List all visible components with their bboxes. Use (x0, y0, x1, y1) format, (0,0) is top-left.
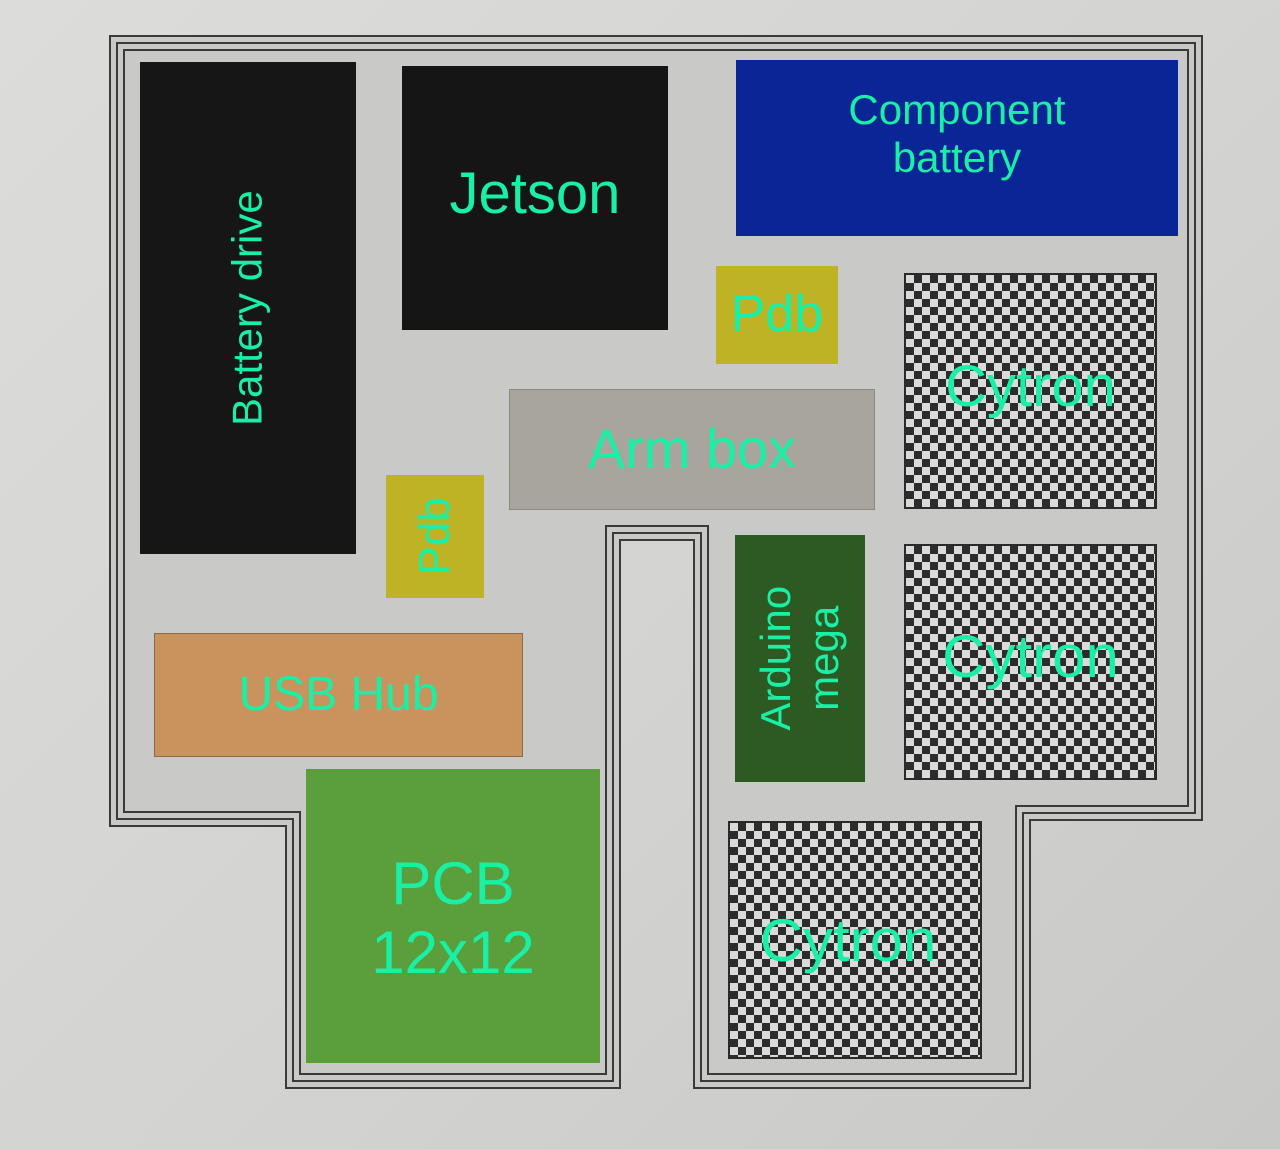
cytron-label-2: Cytron (942, 622, 1119, 690)
arm-box-label: Arm box (587, 417, 797, 481)
cytron-label-3: Cytron (759, 906, 937, 974)
arm-box-block: Arm box (509, 389, 875, 510)
cytron-label-1: Cytron (945, 353, 1116, 419)
component-battery-label-line2: battery (892, 134, 1022, 182)
usb-hub-label: USB Hub (238, 668, 439, 722)
component-battery-block: Component battery (736, 60, 1178, 236)
pdb-left-block: Pdb (386, 475, 484, 598)
component-battery-label-line1: Component (848, 86, 1066, 133)
pdb-top-block: Pdb (716, 266, 838, 364)
battery-drive-block: Battery drive (140, 62, 356, 554)
arduino-label-line2: mega (800, 605, 848, 712)
cytron-block-2: Cytron (904, 544, 1157, 780)
pdb-top-label: Pdb (730, 285, 824, 344)
chassis-inner-edge (123, 49, 1189, 1075)
cytron-block-1: Cytron (904, 273, 1157, 509)
pdb-left-label: Pdb (409, 497, 459, 576)
usb-hub-block: USB Hub (154, 633, 523, 757)
jetson-block: Jetson (402, 66, 668, 330)
battery-drive-label: Battery drive (223, 190, 271, 426)
cytron-block-3: Cytron (728, 821, 982, 1059)
pcb-label-line2: 12x12 (371, 919, 535, 986)
chassis-mid-edge (116, 42, 1196, 1082)
pcb-label-line1: PCB (391, 850, 515, 917)
pcb-block: PCB 12x12 (306, 769, 600, 1063)
jetson-label: Jetson (449, 160, 621, 226)
arduino-label-line1: Arduino (751, 586, 799, 731)
arduino-mega-block: Arduino mega (735, 535, 865, 782)
